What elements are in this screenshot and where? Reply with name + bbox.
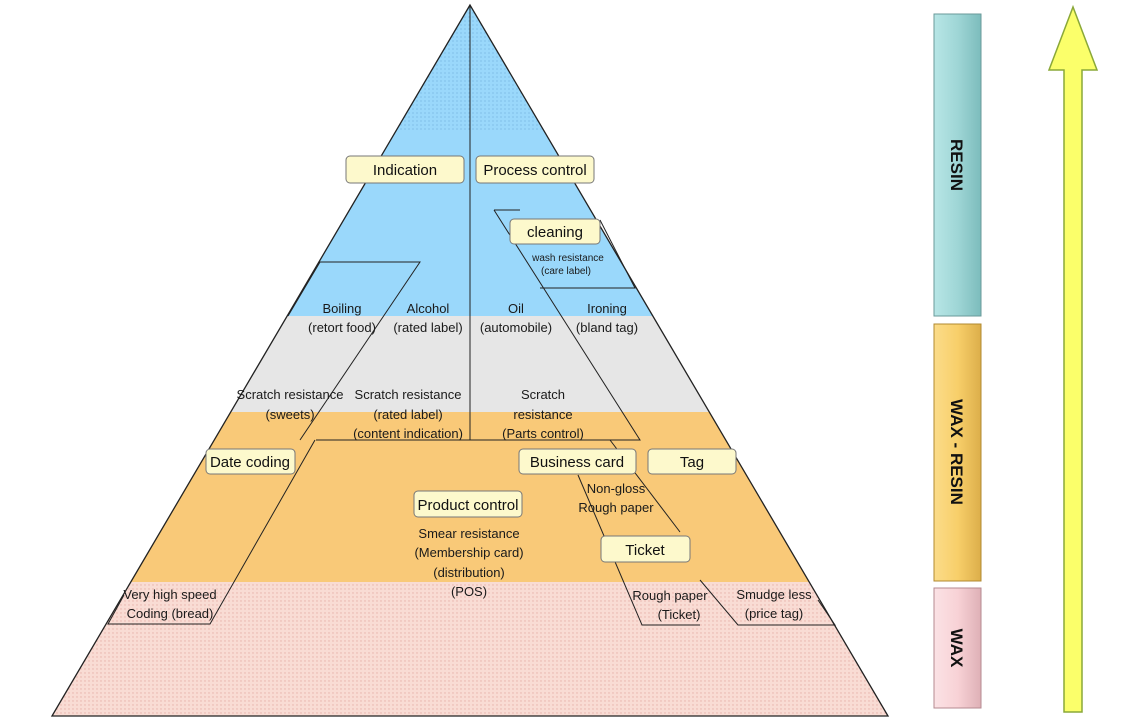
wax-bar: WAX <box>933 587 982 709</box>
wax-zone <box>52 582 888 716</box>
automobile-label: (automobile) <box>480 320 552 335</box>
product-control-box: Product control <box>413 490 523 518</box>
date-coding-label: Date coding <box>210 454 290 471</box>
ticket-label: Ticket <box>625 542 665 559</box>
content-indication-label: (content indication) <box>353 426 463 441</box>
indication-box: Indication <box>345 155 465 184</box>
smudge-less-label: Smudge less <box>736 587 812 602</box>
smear-resistance-label: Smear resistance <box>418 526 519 541</box>
date-coding-box: Date coding <box>205 448 296 475</box>
oil-label: Oil <box>508 301 524 316</box>
application-labels: wash resistance (care label) Boiling (re… <box>123 253 812 622</box>
cleaning-label: cleaning <box>527 224 583 241</box>
rough-paper-ticket-label: Rough paper <box>632 588 708 603</box>
up-arrow-icon <box>1047 4 1099 713</box>
very-high-speed-label: Very high speed <box>123 587 216 602</box>
pyramid-outline <box>50 3 890 717</box>
ticket-paren-label: (Ticket) <box>658 607 701 622</box>
non-gloss-label: Non-gloss <box>587 481 646 496</box>
tag-box: Tag <box>647 448 737 475</box>
business-card-box: Business card <box>518 448 637 475</box>
resin-bar: RESIN <box>933 13 982 317</box>
business-card-label: Business card <box>530 454 624 471</box>
resistance-label: resistance <box>513 407 572 422</box>
wax-resin-bar-label: WAX - RESIN <box>947 399 966 505</box>
wash-resistance-label: wash resistance <box>531 253 604 264</box>
rated-label-2-label: (rated label) <box>373 407 442 422</box>
sweets-label: (sweets) <box>265 407 314 422</box>
rated-label-label: (rated label) <box>393 320 462 335</box>
scratch-parts-label: Scratch <box>521 387 565 402</box>
price-tag-label: (price tag) <box>745 606 804 621</box>
rough-paper-label: Rough paper <box>578 500 654 515</box>
product-control-label: Product control <box>418 497 519 514</box>
resin-bar-label: RESIN <box>947 139 966 191</box>
indication-label: Indication <box>373 162 437 179</box>
bland-tag-label: (bland tag) <box>576 320 638 335</box>
distribution-label: (distribution) <box>433 565 505 580</box>
boiling-label: Boiling <box>322 301 361 316</box>
care-label-label: (care label) <box>541 266 591 277</box>
cleaning-box: cleaning <box>509 218 601 245</box>
wax-resin-bar: WAX - RESIN <box>933 323 982 582</box>
coding-bread-label: Coding (bread) <box>127 606 214 621</box>
alcohol-label: Alcohol <box>407 301 450 316</box>
ironing-label: Ironing <box>587 301 627 316</box>
retort-food-label: (retort food) <box>308 320 376 335</box>
ticket-box: Ticket <box>600 535 691 563</box>
process-control-box: Process control <box>475 155 595 184</box>
tag-label: Tag <box>680 454 704 471</box>
process-control-label: Process control <box>483 162 586 179</box>
membership-card-label: (Membership card) <box>414 545 523 560</box>
scratch-rated-label: Scratch resistance <box>355 387 462 402</box>
parts-control-label: (Parts control) <box>502 426 584 441</box>
scratch-sweets-label: Scratch resistance <box>237 387 344 402</box>
pos-label: (POS) <box>451 584 487 599</box>
wax-bar-label: WAX <box>947 629 966 668</box>
